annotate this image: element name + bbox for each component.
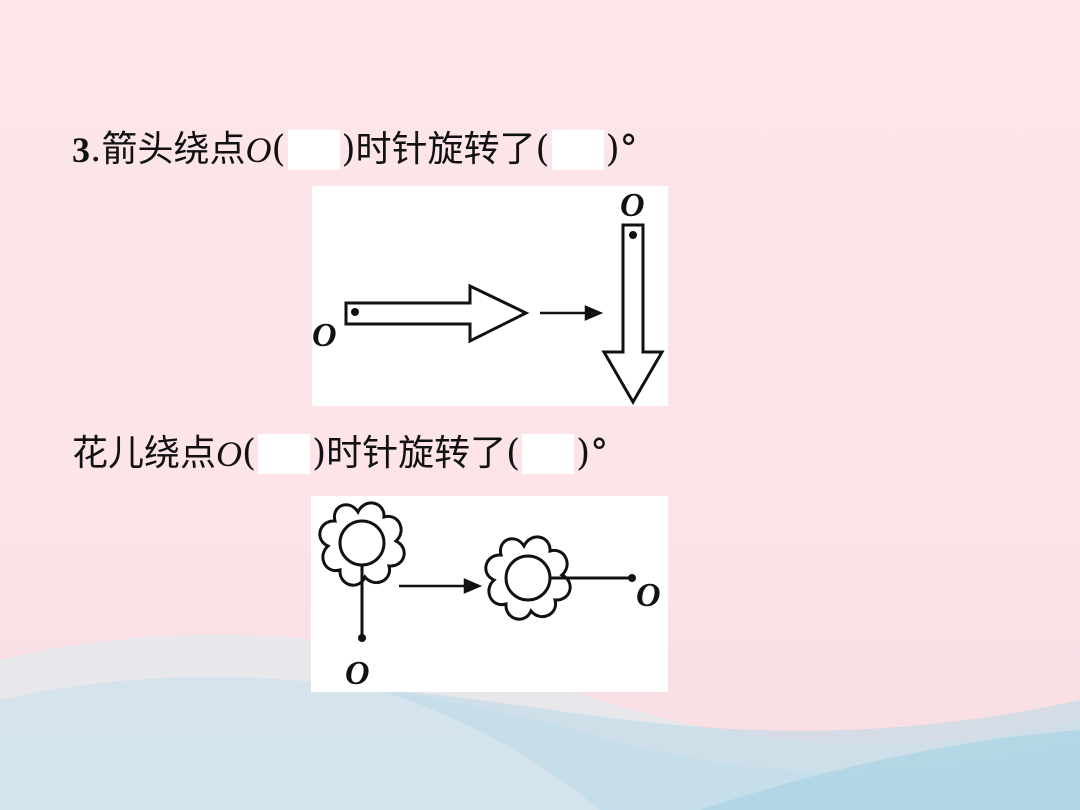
arrow-rotation-figure: O O [312,186,668,406]
horizontal-arrow-shape [344,283,530,344]
point-label-right: O [636,577,661,614]
open-paren: ( [271,129,286,170]
flower-left [318,501,406,587]
question-2-prefix: 花儿绕点 [72,433,217,474]
point-o: O [245,130,272,170]
pivot-dot-left [351,308,359,316]
open-paren: ( [242,433,257,474]
pivot-dot-left [358,634,366,642]
question-1-middle: )时针旋转了( [341,129,550,170]
answer-blank-angle[interactable] [551,130,604,170]
answer-blank-direction[interactable] [258,434,311,474]
question-1-suffix: )° [605,129,638,170]
point-label-left: O [312,317,337,354]
question-2-text: 花儿绕点 O ( )时针旋转了( )° [72,432,608,476]
question-2-middle: )时针旋转了( [312,433,521,474]
vertical-arrow-shape [601,223,665,405]
question-1-prefix: 箭头绕点 [101,129,246,170]
transform-arrow-icon [540,305,604,321]
answer-blank-direction[interactable] [287,130,340,170]
flower-right [484,535,572,621]
point-label-left: O [345,655,370,692]
question-dot: . [90,129,102,170]
flower-rotation-figure: O O [311,496,668,692]
pivot-dot-right [628,574,636,582]
pivot-dot-right [629,231,637,239]
answer-blank-angle[interactable] [522,434,575,474]
transform-arrow-icon [399,578,483,594]
point-o: O [216,434,243,474]
question-1-text: 3 . 箭头绕点 O ( )时针旋转了( )° [72,128,638,172]
question-number: 3 [72,130,90,170]
point-label-right: O [620,187,645,224]
question-2-suffix: )° [576,433,609,474]
